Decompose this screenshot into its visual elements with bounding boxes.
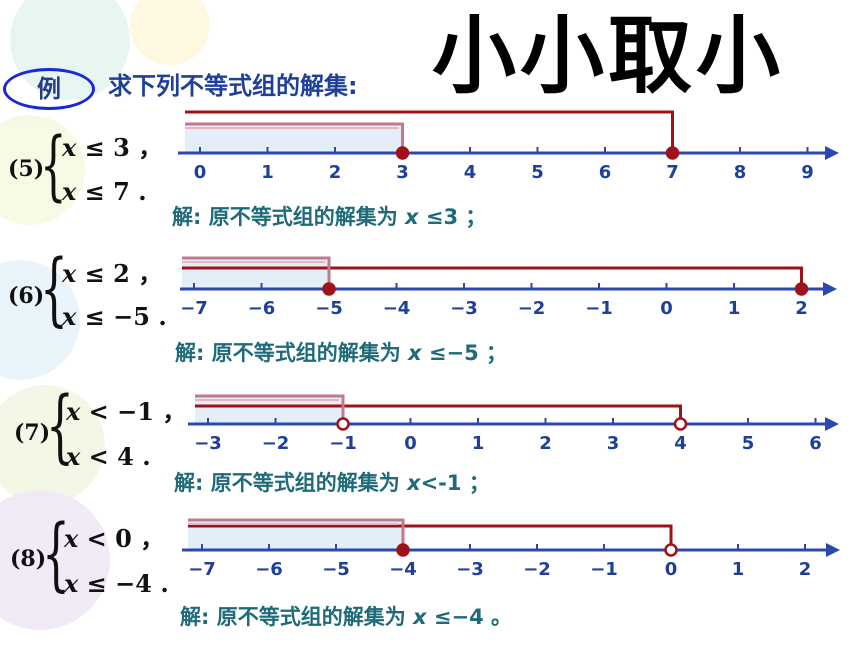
- tick-label: 5: [742, 433, 755, 454]
- tick-label: 8: [734, 162, 747, 183]
- other-endpoint: [673, 417, 688, 431]
- tick-label: 0: [404, 433, 417, 454]
- tick-label: −7: [188, 559, 216, 580]
- solution-endpoint: [322, 282, 336, 296]
- tick-label: −5: [315, 298, 343, 319]
- inequality-first: x < 0 ，: [64, 524, 165, 553]
- system-brace: {: [46, 379, 74, 472]
- problem-number: (5): [8, 156, 45, 182]
- inequality-first: x < −1 ，: [66, 397, 187, 426]
- solution-text: 解: 原不等式组的解集为 x<-1 ；: [174, 471, 490, 495]
- inequality-first: x ≤ 2 ，: [62, 259, 163, 288]
- inequality-second: x ≤ −4 .: [64, 569, 169, 598]
- problem-number: (8): [10, 546, 47, 572]
- tick-label: 4: [674, 433, 687, 454]
- solution-bracket: [182, 256, 331, 289]
- other-endpoint: [794, 282, 809, 296]
- solution-text: 解: 原不等式组的解集为 x ≤3 ；: [172, 205, 487, 229]
- solution-text: 解: 原不等式组的解集为 x ≤−5 ；: [175, 341, 508, 365]
- tick-label: −4: [389, 559, 417, 580]
- tick-label: 1: [732, 559, 745, 580]
- tick-label: 7: [666, 162, 679, 183]
- tick-label: 9: [801, 162, 814, 183]
- tick-label: 1: [261, 162, 274, 183]
- tick-label: 3: [607, 433, 620, 454]
- tick-label: 0: [194, 162, 207, 183]
- tick-label: −6: [255, 559, 283, 580]
- tick-label: −2: [518, 298, 546, 319]
- tick-label: −1: [585, 298, 613, 319]
- page-title: 小小取小: [432, 7, 785, 105]
- solution-endpoint: [395, 146, 410, 160]
- solution-text: 解: 原不等式组的解集为 x ≤−4 。: [180, 605, 513, 629]
- instruction-text: 求下列不等式组的解集:: [108, 72, 358, 100]
- axis-arrow: [826, 543, 840, 557]
- tick-label: 1: [472, 433, 485, 454]
- other-bound-bracket: [188, 524, 673, 550]
- tick-label: 5: [531, 162, 544, 183]
- tick-label: −1: [329, 433, 357, 454]
- tick-label: 4: [464, 162, 477, 183]
- solution-endpoint: [336, 417, 350, 431]
- tick-label: 0: [660, 298, 673, 319]
- tick-label: 2: [799, 559, 812, 580]
- tick-label: −4: [383, 298, 411, 319]
- tick-label: −1: [590, 559, 618, 580]
- tick-label: 2: [329, 162, 342, 183]
- inequality-second: x ≤ 7 .: [62, 177, 147, 206]
- tick-label: −2: [523, 559, 551, 580]
- tick-label: −3: [194, 433, 222, 454]
- system-brace: {: [40, 120, 67, 209]
- solution-bracket: [188, 518, 405, 550]
- axis-arrow: [825, 417, 839, 431]
- inequality-first: x ≤ 3 ，: [62, 133, 163, 162]
- other-endpoint: [664, 543, 678, 557]
- other-endpoint: [665, 146, 680, 160]
- tick-label: −3: [456, 559, 484, 580]
- tick-label: −6: [248, 298, 276, 319]
- tick-label: 2: [795, 298, 808, 319]
- tick-label: −7: [180, 298, 208, 319]
- other-bound-bracket: [182, 266, 803, 289]
- tick-label: 1: [728, 298, 741, 319]
- solution-bracket: [195, 394, 345, 424]
- tick-label: −3: [450, 298, 478, 319]
- solution-shade: [182, 258, 329, 289]
- problem-number: (7): [14, 420, 51, 446]
- tick-label: −2: [262, 433, 290, 454]
- system-brace: {: [40, 242, 68, 335]
- tick-label: 0: [665, 559, 678, 580]
- other-bound-bracket: [185, 110, 674, 153]
- axis-arrow: [823, 282, 837, 296]
- solution-endpoint: [396, 543, 410, 557]
- system-brace: {: [42, 507, 70, 600]
- inequality-second: x ≤ −5 .: [62, 302, 167, 331]
- example-badge: 例: [3, 68, 95, 110]
- tick-label: 2: [539, 433, 552, 454]
- problem-number: (6): [8, 283, 45, 309]
- tick-label: 3: [396, 162, 409, 183]
- tick-label: 6: [599, 162, 612, 183]
- inequality-second: x < 4 .: [66, 442, 151, 471]
- axis-arrow: [825, 146, 839, 160]
- tick-label: 6: [809, 433, 822, 454]
- solution-bracket: [185, 122, 404, 153]
- tick-label: −5: [322, 559, 350, 580]
